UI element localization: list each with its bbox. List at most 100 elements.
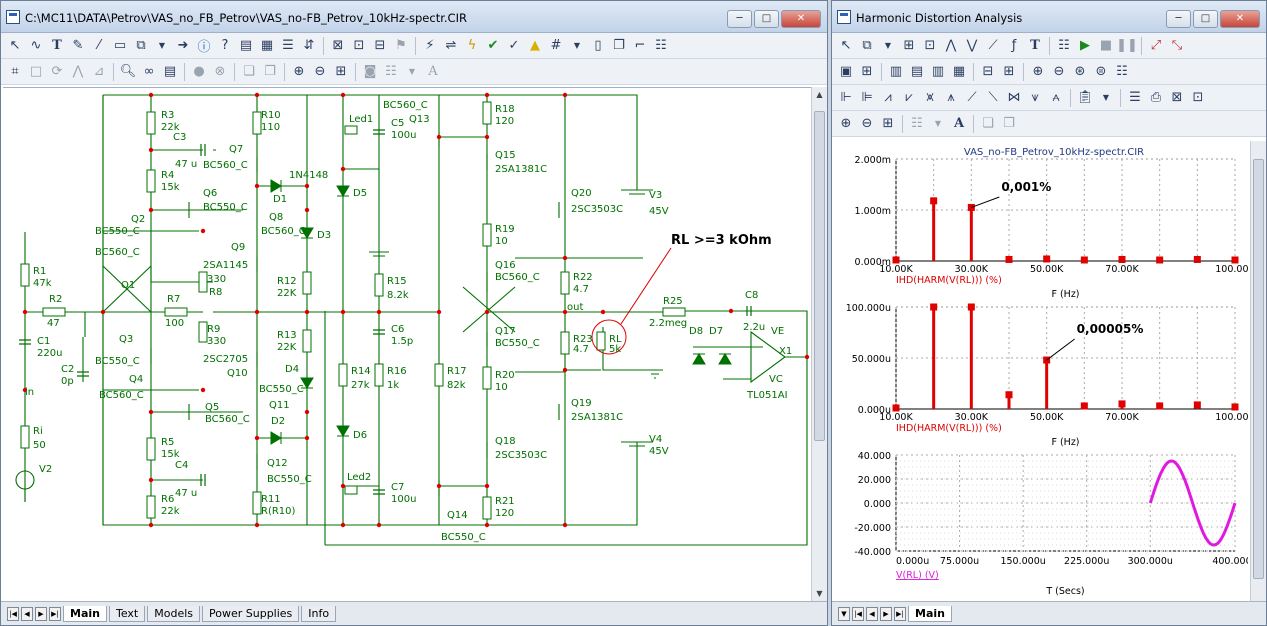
a-nav-next-icon[interactable]: ▶ (880, 606, 892, 621)
a-frame-icon[interactable]: ▣ (839, 64, 853, 79)
calc-icon[interactable]: ▤ (239, 38, 253, 53)
notes-icon[interactable]: ▤ (163, 64, 177, 79)
select-arrow-icon[interactable]: ↖ (9, 38, 21, 53)
a-nav-down-icon[interactable]: ▼ (838, 606, 850, 621)
zoom-fit-icon[interactable]: ⊞ (335, 64, 347, 79)
zoom-out-icon[interactable]: ⊖ (314, 64, 326, 79)
grid-icon[interactable]: # (550, 38, 562, 53)
node-numbers-icon[interactable]: ⊠ (332, 38, 344, 53)
flip-icon[interactable]: ⊿ (93, 64, 105, 79)
bracket-icon[interactable]: ⌐ (634, 38, 646, 53)
tab-main[interactable]: Main (63, 605, 107, 622)
pins-icon[interactable]: ⇵ (303, 38, 315, 53)
arrows-icon[interactable]: ⇌ (445, 38, 457, 53)
find-icon[interactable]: 🔍︎ (119, 64, 137, 79)
a-formula-icon[interactable]: ƒ (1011, 38, 1017, 53)
check-icon[interactable]: ✔ (487, 38, 499, 53)
a-valley-icon[interactable]: ⋁ (966, 38, 978, 53)
a-layers2-icon[interactable]: ❐ (1003, 116, 1015, 131)
a-zoom1-icon[interactable]: ⊕ (1032, 64, 1044, 79)
a-expand-icon[interactable]: ⤢ (1150, 38, 1162, 53)
a-layers-icon[interactable]: ❏ (982, 116, 994, 131)
pen-icon[interactable]: ✎ (72, 38, 84, 53)
a-zoom-out-icon[interactable]: ⊖ (861, 116, 873, 131)
text-tool-icon[interactable]: T (52, 38, 62, 53)
a-scale-icon[interactable]: ⊞ (903, 38, 915, 53)
nav-next-icon[interactable]: ▶ (35, 606, 47, 621)
copy-icon[interactable]: ❐ (613, 38, 625, 53)
node-voltage-icon[interactable]: ⊡ (353, 38, 365, 53)
a-zoom3-icon[interactable]: ⊛ (1074, 64, 1086, 79)
a-wave8-icon[interactable]: ⟍ (988, 90, 998, 105)
zoom-in-icon[interactable]: ⊕ (293, 64, 305, 79)
a-wave4-icon[interactable]: ⩗ (905, 90, 913, 105)
a-nav-prev-icon[interactable]: ◀ (866, 606, 878, 621)
mirror-icon[interactable]: ⋀ (72, 64, 84, 79)
rotate-icon[interactable]: ⟳ (51, 64, 63, 79)
a-fit-icon[interactable]: ⊠ (1171, 90, 1183, 105)
stop-icon[interactable]: ⊗ (214, 64, 226, 79)
binoculars-icon[interactable]: ∞ (143, 64, 155, 79)
a-select-icon[interactable]: ↖ (840, 38, 852, 53)
a-nav-first-icon[interactable]: |◀ (852, 606, 864, 621)
a-wave3-icon[interactable]: ⩘ (884, 90, 892, 105)
nav-prev-icon[interactable]: ◀ (21, 606, 33, 621)
analysis-tab-main[interactable]: Main (908, 605, 952, 622)
wire-icon[interactable]: ∿ (30, 38, 42, 53)
a-clipboard-icon[interactable]: 📋︎ (1076, 90, 1094, 105)
dropdown-icon[interactable]: ▼ (158, 41, 166, 50)
run-icon[interactable]: ▶ (1080, 38, 1090, 53)
a-wave9-icon[interactable]: ⋈ (1007, 90, 1021, 105)
a-grid-icon[interactable]: ⊞ (861, 64, 873, 79)
forward-icon[interactable]: ➜ (177, 38, 189, 53)
align-icon[interactable]: ☷ (385, 64, 397, 79)
maximize-button[interactable]: □ (754, 10, 779, 28)
a-zoom4-icon[interactable]: ⊜ (1095, 64, 1107, 79)
nav-last-icon[interactable]: ▶| (49, 606, 61, 621)
a-properties-icon[interactable]: ☷ (1058, 38, 1070, 53)
disc-icon[interactable]: ● (193, 64, 205, 79)
analysis-close-button[interactable]: ✕ (1220, 10, 1260, 28)
a-bars4-icon[interactable]: ▦ (952, 64, 966, 79)
a-wave10-icon[interactable]: ⩛ (1031, 90, 1039, 105)
a-bars1-icon[interactable]: ▥ (889, 64, 903, 79)
close-button[interactable]: ✕ (781, 10, 821, 28)
a-fit2-icon[interactable]: ⊡ (1192, 90, 1204, 105)
help-icon[interactable]: ? (221, 38, 229, 53)
a-split2-icon[interactable]: ⊞ (1003, 64, 1015, 79)
a-align-icon[interactable]: ☷ (911, 116, 923, 131)
a-shrink-icon[interactable]: ⤡ (1171, 38, 1183, 53)
probe-icon[interactable]: ⚡ (425, 38, 435, 53)
box-icon[interactable]: □ (29, 64, 43, 79)
minimize-button[interactable]: ─ (727, 10, 752, 28)
analysis-minimize-button[interactable]: ─ (1166, 10, 1191, 28)
nav-first-icon[interactable]: |◀ (7, 606, 19, 621)
plot-area[interactable]: VAS_no-FB_Petrov_10kHz-spectr.CIR 2.000m… (834, 141, 1258, 601)
dropdown3-icon[interactable]: ▼ (408, 67, 416, 76)
tab-models[interactable]: Models (147, 605, 200, 622)
a-dropdown2-icon[interactable]: ▼ (1102, 93, 1110, 102)
display-icon[interactable]: ▭ (113, 38, 127, 53)
analysis-scroll-thumb[interactable] (1253, 159, 1264, 579)
layers2-icon[interactable]: ❐ (264, 64, 276, 79)
schematic-vertical-scrollbar[interactable]: ▲ ▼ (811, 87, 827, 602)
a-print-icon[interactable]: ⎙ (1150, 90, 1162, 105)
a-dropdown3-icon[interactable]: ▼ (934, 119, 942, 128)
checkmark2-icon[interactable]: ✓ (508, 38, 520, 53)
a-text-icon[interactable]: T (1030, 38, 1040, 53)
tab-power-supplies[interactable]: Power Supplies (202, 605, 300, 622)
dropdown2-icon[interactable]: ▼ (573, 41, 581, 50)
lightning-icon[interactable]: ϟ (467, 38, 477, 53)
scroll-thumb[interactable] (814, 111, 825, 441)
a-wave2-icon[interactable]: ⊫ (861, 90, 873, 105)
a-peak-icon[interactable]: ⋀ (945, 38, 957, 53)
component-icon[interactable]: ⧉ (136, 38, 146, 53)
a-wave1-icon[interactable]: ⊩ (840, 90, 852, 105)
scroll-down-icon[interactable]: ▼ (816, 589, 823, 598)
layers-icon[interactable]: ❏ (243, 64, 255, 79)
warning-icon[interactable]: ▲ (530, 38, 540, 53)
rotate-handles-icon[interactable]: ⌗ (11, 64, 19, 79)
analysis-vertical-scrollbar[interactable] (1250, 141, 1266, 601)
tab-info[interactable]: Info (301, 605, 337, 622)
